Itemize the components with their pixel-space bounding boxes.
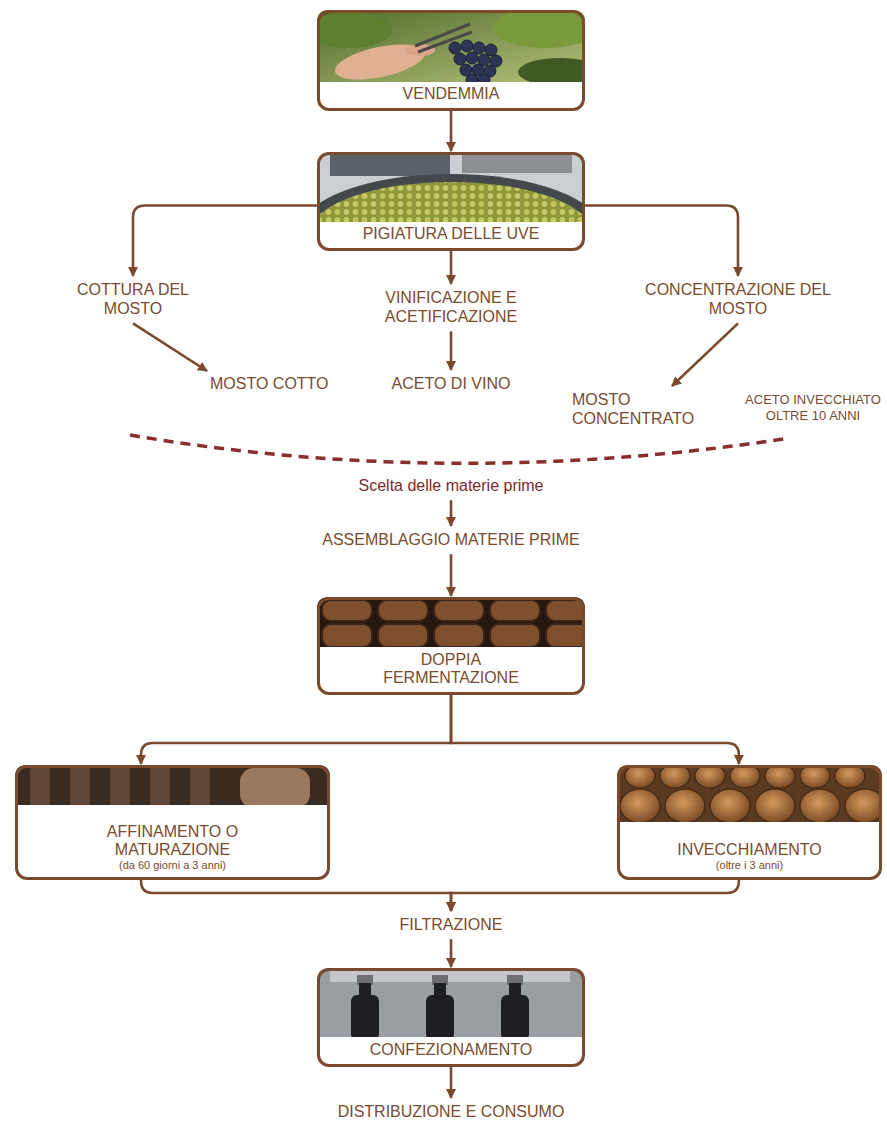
- step-text: CONCENTRAZIONE DEL MOSTO: [644, 280, 832, 318]
- step-text: COTTURA DEL MOSTO: [76, 280, 191, 318]
- step-label: CONCENTRAZIONE DEL MOSTO: [644, 280, 832, 318]
- shears: [415, 24, 472, 52]
- barrels-photo: [617, 764, 885, 823]
- process-box: VENDEMMIA: [317, 10, 585, 111]
- step-text: VINIFICAZIONE E ACETIFICAZIONE: [384, 288, 519, 326]
- flow-arrow: [585, 205, 738, 276]
- process-box: AFFINAMENTO O MATURAZIONE(da 60 giorni a…: [15, 765, 330, 880]
- process-box: PIGIATURA DELLE UVE: [317, 152, 585, 251]
- step-text: CONFEZIONAMENTO: [370, 1041, 532, 1059]
- step-text: ACETO DI VINO: [391, 374, 512, 393]
- step-label: Scelta delle materie prime: [358, 476, 545, 495]
- process-box: DOPPIA FERMENTAZIONE: [317, 597, 585, 695]
- step-text: DOPPIA FERMENTAZIONE: [366, 651, 536, 687]
- step-text: INVECCHIAMENTO: [677, 841, 822, 859]
- process-box: CONFEZIONAMENTO: [317, 968, 585, 1067]
- flow-arrow: [450, 111, 453, 151]
- cellar-photo: [317, 597, 596, 647]
- wood-photo: [15, 765, 330, 808]
- cellar: [617, 765, 882, 822]
- cellar: [317, 597, 585, 647]
- barrel: [240, 768, 310, 808]
- flow-arrow: [450, 500, 453, 526]
- leaf: [518, 58, 602, 86]
- dashed-separator: [130, 435, 790, 463]
- step-text: MOSTO COTTO: [210, 374, 331, 393]
- hopper-rim: [301, 174, 601, 286]
- crushing-photo: [301, 152, 601, 286]
- duration-note: (oltre i 3 anni): [716, 859, 783, 872]
- step-label: ACETO DI VINO: [391, 374, 512, 393]
- step-text: MOSTO CONCENTRATO: [572, 390, 697, 428]
- flow-arrow: [450, 939, 453, 967]
- machine: [462, 155, 572, 173]
- flow-arrow: [141, 880, 451, 911]
- step-label: MOSTO CONCENTRATO: [572, 390, 697, 428]
- bottles: [351, 975, 529, 1040]
- machine: [330, 152, 450, 176]
- step-text: ACETO INVECCHIATO OLTRE 10 ANNI: [744, 392, 882, 423]
- flow-arrow: [450, 1067, 453, 1098]
- step-label: COTTURA DEL MOSTO: [76, 280, 191, 318]
- flow-arrow: [451, 880, 739, 911]
- step-text: ASSEMBLAGGIO MATERIE PRIME: [321, 530, 581, 549]
- harvest-photo: [308, 8, 602, 86]
- leaf: [308, 12, 392, 48]
- flow-arrow: [133, 323, 207, 371]
- grape-cluster: [449, 40, 502, 86]
- bottling-photo: [317, 968, 585, 1040]
- step-label: MOSTO COTTO: [210, 374, 331, 393]
- flow-arrow: [450, 554, 453, 596]
- flow-arrow: [141, 695, 451, 764]
- leaf: [493, 8, 597, 48]
- planks: [30, 765, 210, 805]
- flow-arrow: [133, 205, 317, 276]
- step-text: PIGIATURA DELLE UVE: [363, 225, 540, 243]
- step-text: DISTRIBUZIONE E CONSUMO: [337, 1102, 566, 1121]
- step-text: FILTRAZIONE: [399, 915, 504, 934]
- step-label: DISTRIBUZIONE E CONSUMO: [337, 1102, 566, 1121]
- flow-arrow: [450, 251, 453, 284]
- step-text: VENDEMMIA: [403, 85, 500, 103]
- step-label: ASSEMBLAGGIO MATERIE PRIME: [321, 530, 581, 549]
- flow-arrow: [450, 331, 453, 370]
- step-label: FILTRAZIONE: [399, 915, 504, 934]
- step-text: AFFINAMENTO O MATURAZIONE: [83, 823, 263, 859]
- barrel-ends: [620, 764, 885, 823]
- flow-arrow: [672, 323, 738, 386]
- step-label: ACETO INVECCHIATO OLTRE 10 ANNI: [744, 392, 882, 423]
- flow-arrow: [451, 695, 739, 764]
- step-label: VINIFICAZIONE E ACETIFICAZIONE: [384, 288, 519, 326]
- duration-note: (da 60 giorni a 3 anni): [119, 859, 226, 872]
- process-box: INVECCHIAMENTO(oltre i 3 anni): [617, 765, 882, 880]
- step-text: Scelta delle materie prime: [358, 476, 545, 495]
- barrels: [322, 600, 596, 647]
